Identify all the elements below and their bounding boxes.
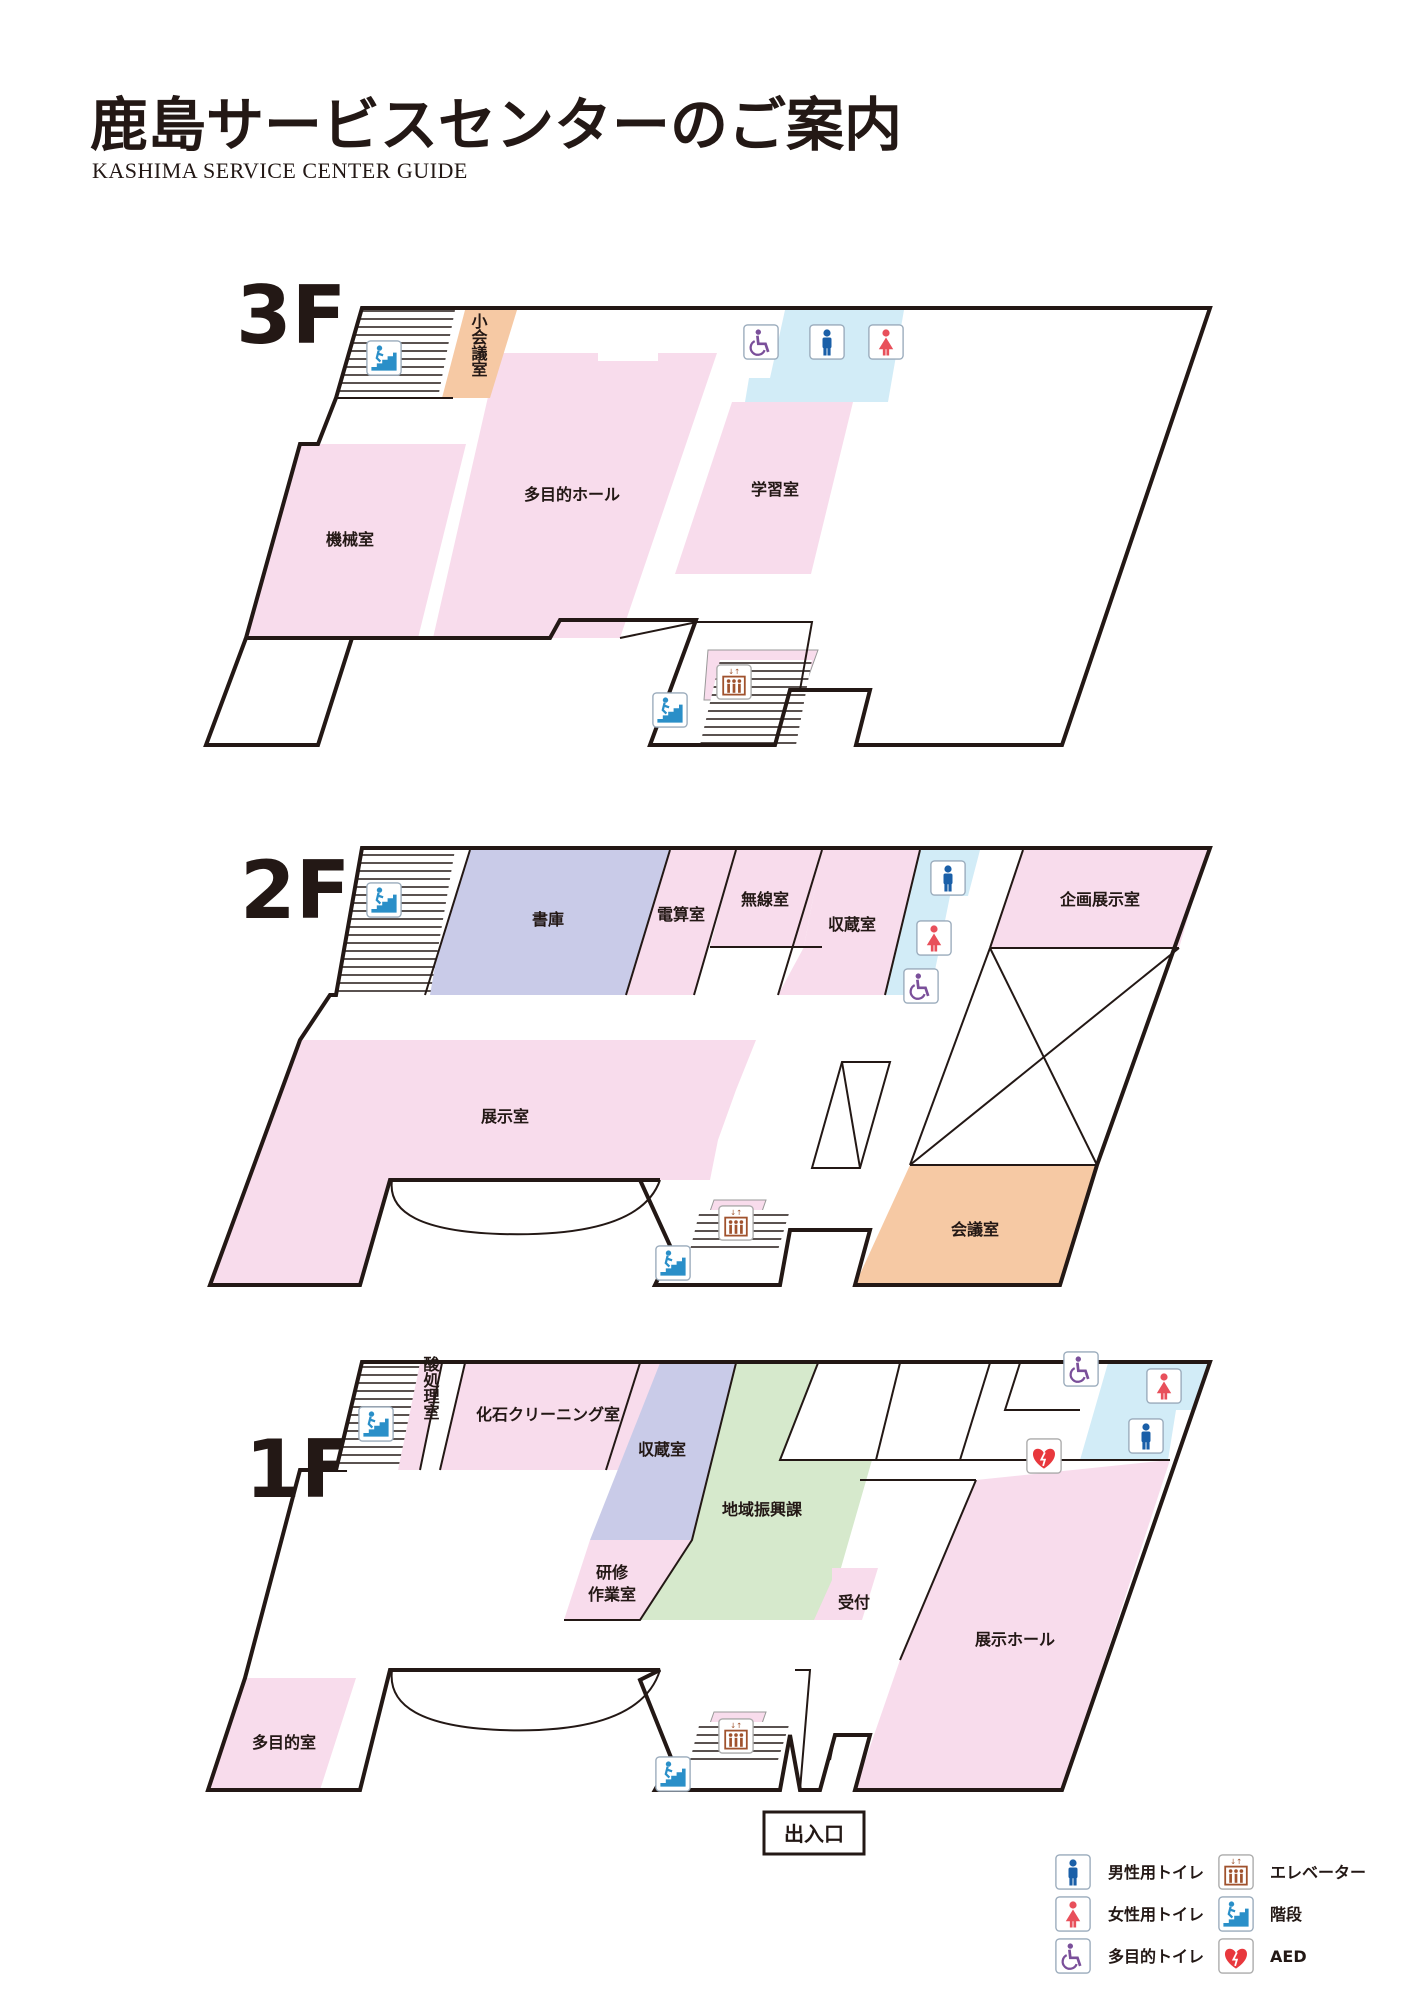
room-meeting[interactable] <box>855 1165 1097 1285</box>
elevator-icon <box>716 664 752 700</box>
legend-male-toilet: 男性用トイレ <box>1108 1863 1204 1882</box>
aed-icon <box>1218 1938 1254 1974</box>
room-multipurpose-hall[interactable] <box>433 353 717 638</box>
label-exhibit-hall: 展示ホール <box>975 1630 1055 1649</box>
label-multipurpose-room: 多目的室 <box>252 1733 316 1752</box>
label-special-exhibit: 企画展示室 <box>1059 890 1140 909</box>
elevator-icon <box>718 1205 754 1241</box>
label-reception: 受付 <box>838 1593 870 1612</box>
female-toilet-icon <box>916 920 952 956</box>
accessible-toilet-icon <box>903 968 939 1004</box>
room-computer[interactable] <box>626 850 736 995</box>
label-multipurpose-hall: 多目的ホール <box>524 485 620 504</box>
stairs-icon <box>655 1245 691 1281</box>
room-research-work[interactable] <box>564 1540 692 1620</box>
floor-label-3f: 3F <box>236 269 346 362</box>
label-storage-1f: 収蔵室 <box>638 1440 686 1459</box>
room-library[interactable] <box>425 850 670 995</box>
label-machine-room: 機械室 <box>326 530 374 549</box>
accessible-toilet-icon <box>1063 1351 1099 1387</box>
label-study-room: 学習室 <box>751 480 799 499</box>
male-toilet-icon <box>930 860 966 896</box>
room-storage-1f[interactable] <box>590 1363 736 1540</box>
floor-1f: 1F 出入口 酸処理室 化 <box>205 1351 1213 1856</box>
stairs-icon <box>366 882 402 918</box>
stairs-icon <box>358 1406 394 1442</box>
label-radio-room: 無線室 <box>741 890 789 909</box>
room-multipurpose[interactable] <box>208 1678 356 1790</box>
room-special-exhibit[interactable] <box>990 850 1208 948</box>
label-small-meeting: 小会議室 <box>469 313 488 377</box>
elevator-icon <box>1218 1854 1254 1890</box>
floor-label-2f: 2F <box>240 844 350 937</box>
accessible-toilet-icon <box>743 324 779 360</box>
label-regional-promotion: 地域振興課 <box>722 1500 803 1519</box>
label-fossil-cleaning: 化石クリーニング室 <box>476 1405 620 1424</box>
accessible-toilet-icon <box>1055 1938 1091 1974</box>
room-machine[interactable] <box>246 444 466 638</box>
legend-multipurpose-toilet: 多目的トイレ <box>1108 1947 1204 1966</box>
female-toilet-icon <box>1146 1368 1182 1404</box>
male-toilet-icon <box>809 324 845 360</box>
legend-aed: AED <box>1270 1947 1307 1966</box>
label-exhibit-room: 展示室 <box>481 1107 529 1126</box>
room-regional-promotion[interactable] <box>640 1363 872 1620</box>
room-fossil-cleaning[interactable] <box>440 1363 660 1470</box>
label-storage-2f: 収蔵室 <box>828 915 876 934</box>
aed-icon <box>1026 1438 1062 1474</box>
label-library: 書庫 <box>532 910 564 929</box>
legend-elevator: エレベーター <box>1270 1863 1366 1882</box>
room-radio[interactable] <box>710 850 822 947</box>
stairs-icon <box>1218 1896 1254 1932</box>
stairs-icon <box>655 1756 691 1792</box>
page-title: 鹿島サービスセンターのご案内 <box>90 91 903 159</box>
room-acid-treatment[interactable] <box>398 1363 442 1470</box>
legend-stairs: 階段 <box>1270 1905 1303 1924</box>
label-acid-treatment: 酸処理室 <box>421 1355 440 1420</box>
floor-3f: 3F 機械室 多目的ホール 学習室 小会議室 <box>203 269 1213 747</box>
room-exhibit-hall[interactable] <box>855 1460 1170 1790</box>
female-toilet-icon <box>1055 1896 1091 1932</box>
elevator-icon <box>718 1718 754 1754</box>
stairs-2f-top <box>336 850 455 995</box>
legend: 男性用トイレ 女性用トイレ 多目的トイレ エレベーター 階段 AED <box>1055 1854 1366 1974</box>
room-study[interactable] <box>675 402 853 574</box>
page-subtitle: KASHIMA SERVICE CENTER GUIDE <box>92 158 468 183</box>
male-toilet-icon <box>1128 1418 1164 1454</box>
room-reception[interactable] <box>814 1568 878 1620</box>
legend-female-toilet: 女性用トイレ <box>1108 1905 1204 1924</box>
label-computer-room: 電算室 <box>657 905 705 924</box>
label-research-work-2: 作業室 <box>588 1585 636 1604</box>
stairs-icon <box>366 340 402 376</box>
male-toilet-icon <box>1055 1854 1091 1890</box>
room-exhibit[interactable] <box>210 1040 756 1285</box>
female-toilet-icon <box>868 324 904 360</box>
room-storage-2f[interactable] <box>778 850 920 995</box>
floor-2f: 2F 書庫 電算室 無線室 収蔵室 <box>207 844 1213 1287</box>
stairs-icon <box>652 692 688 728</box>
room-small-meeting[interactable] <box>442 310 517 398</box>
entrance-box[interactable] <box>762 1810 866 1856</box>
label-meeting-room: 会議室 <box>951 1220 999 1239</box>
label-research-work-1: 研修 <box>596 1563 629 1582</box>
entrance-label: 出入口 <box>784 1822 844 1846</box>
